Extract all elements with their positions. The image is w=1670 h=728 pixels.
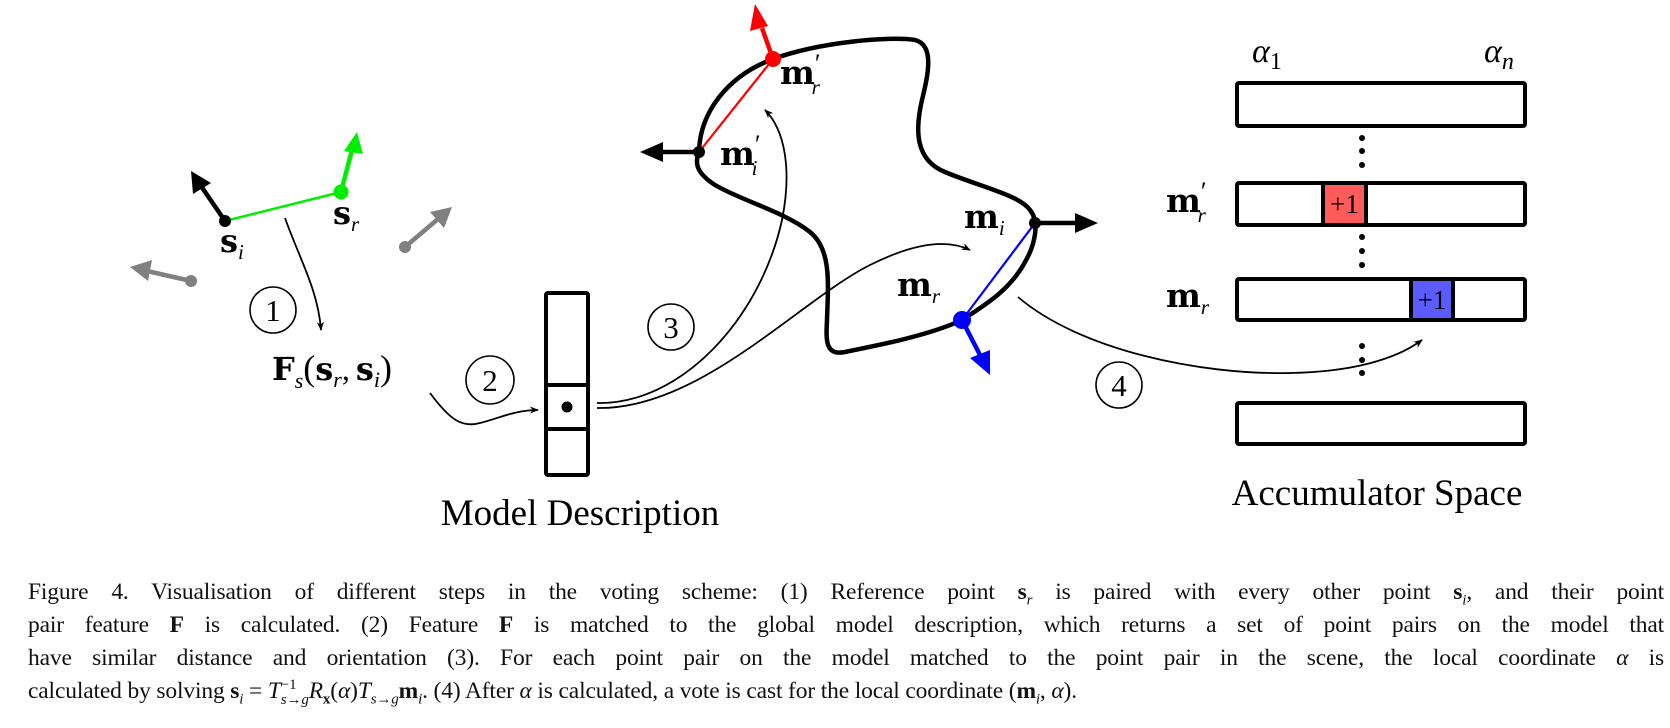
math-italic: T	[357, 678, 371, 704]
normal-arrow-icon	[640, 142, 663, 162]
math-bold: m	[1016, 678, 1036, 704]
math-bold: m	[398, 678, 419, 704]
svg-text:1: 1	[265, 293, 281, 328]
math-bold: s	[230, 678, 240, 704]
svg-text:2: 2	[482, 363, 498, 398]
math-italic: α	[1616, 645, 1629, 671]
caption-line: Figure 4. Visualisation of different ste…	[28, 579, 1665, 609]
step2-arrow	[429, 392, 539, 426]
label-si: si	[220, 222, 244, 264]
math-subscript: r	[1026, 592, 1033, 609]
step-badge-2: 2	[465, 355, 515, 405]
accumulator-row	[1235, 401, 1527, 446]
normal-arrow-icon	[430, 207, 452, 228]
step4-arrow	[1017, 296, 1423, 374]
voting-scheme-diagram: si sr 1 Fs(sr,si) 2 Model Description 3	[130, 4, 1527, 534]
math-bold: F	[498, 612, 514, 638]
figure-caption: Figure 4. Visualisation of different ste…	[28, 576, 1668, 708]
step-badge-4: 4	[1095, 361, 1143, 409]
point-mi-prime	[640, 142, 705, 162]
step1-arrow	[284, 217, 324, 331]
ellipsis-dots	[1359, 234, 1365, 268]
model-pair-prime-line	[698, 58, 774, 153]
model-description-title: Model Description	[441, 493, 719, 534]
math-subscript: i	[1035, 691, 1040, 708]
ellipsis-dots	[1359, 135, 1365, 168]
row-label-mr-prime: m′r	[1166, 177, 1207, 227]
normal-arrow-icon	[750, 4, 768, 31]
normal-arrow-icon	[130, 260, 152, 281]
math-italic: α	[1051, 678, 1064, 704]
vote-cell-mr-prime	[1321, 181, 1368, 227]
math-subscript: s→g	[370, 691, 399, 708]
label-mr: mr	[897, 265, 941, 308]
svg-text:3: 3	[663, 310, 679, 345]
scene-points: si sr	[130, 132, 452, 287]
caption-line: have similar distance and orientation (3…	[28, 645, 1664, 671]
label-mi: mi	[964, 197, 1005, 240]
accumulator-row-mr-prime	[1235, 181, 1527, 227]
vote-label: +1	[1330, 189, 1359, 219]
accumulator-space: α1 αn +1 m′r +1 mr	[1166, 33, 1527, 446]
math-italic: T	[267, 678, 281, 704]
label-mr-prime: m′r	[780, 49, 821, 99]
background-point	[399, 207, 452, 253]
vote-label: +1	[1418, 285, 1447, 315]
math-subscript: i	[418, 691, 423, 708]
math-bold: F	[169, 612, 184, 638]
accumulator-row	[1235, 81, 1527, 128]
normal-arrow-icon	[1075, 213, 1098, 233]
label-mi-prime: m′i	[720, 130, 761, 180]
math-bold: s	[1453, 579, 1463, 605]
caption-line: pair feature F is calculated. (2) Featur…	[28, 612, 1664, 638]
alpha-first-label: α1	[1252, 33, 1282, 75]
model-description-table	[544, 291, 590, 477]
point-pair-line	[224, 190, 342, 223]
point-sr	[333, 132, 363, 200]
accumulator-row-mr	[1235, 277, 1527, 322]
alpha-last-label: αn	[1484, 33, 1514, 75]
math-italic: α	[337, 678, 351, 704]
math-italic: R	[308, 678, 323, 704]
row-label-mr: mr	[1166, 276, 1210, 319]
math-subscript: x	[322, 691, 331, 708]
normal-arrow-icon	[191, 171, 211, 194]
step-badge-3: 3	[647, 303, 695, 351]
vote-cell-mr	[1409, 277, 1455, 322]
math-italic: α	[519, 678, 532, 704]
normal-arrow-icon	[344, 132, 363, 154]
model-pair-line	[961, 222, 1036, 321]
math-subscript: i	[1462, 592, 1467, 609]
step3-arrow-to-prime-pair	[596, 109, 788, 404]
math-bold: s	[1017, 579, 1027, 605]
step-badge-1: 1	[249, 286, 297, 334]
normal-arrow-icon	[970, 350, 990, 375]
step3-arrow-to-pair	[596, 243, 971, 409]
selected-entry-dot	[561, 401, 573, 413]
point-mr	[953, 311, 990, 375]
ellipsis-dots	[1359, 343, 1365, 376]
math-subscript: i	[239, 691, 244, 708]
svg-text:4: 4	[1111, 368, 1127, 403]
point-si	[191, 171, 231, 227]
label-sr: sr	[333, 194, 360, 236]
feature-label: Fs(sr,si)	[272, 348, 392, 393]
accumulator-space-title: Accumulator Space	[1232, 473, 1523, 514]
point-mi	[1029, 213, 1098, 233]
background-point	[130, 260, 197, 287]
point-mr-prime	[750, 4, 781, 67]
